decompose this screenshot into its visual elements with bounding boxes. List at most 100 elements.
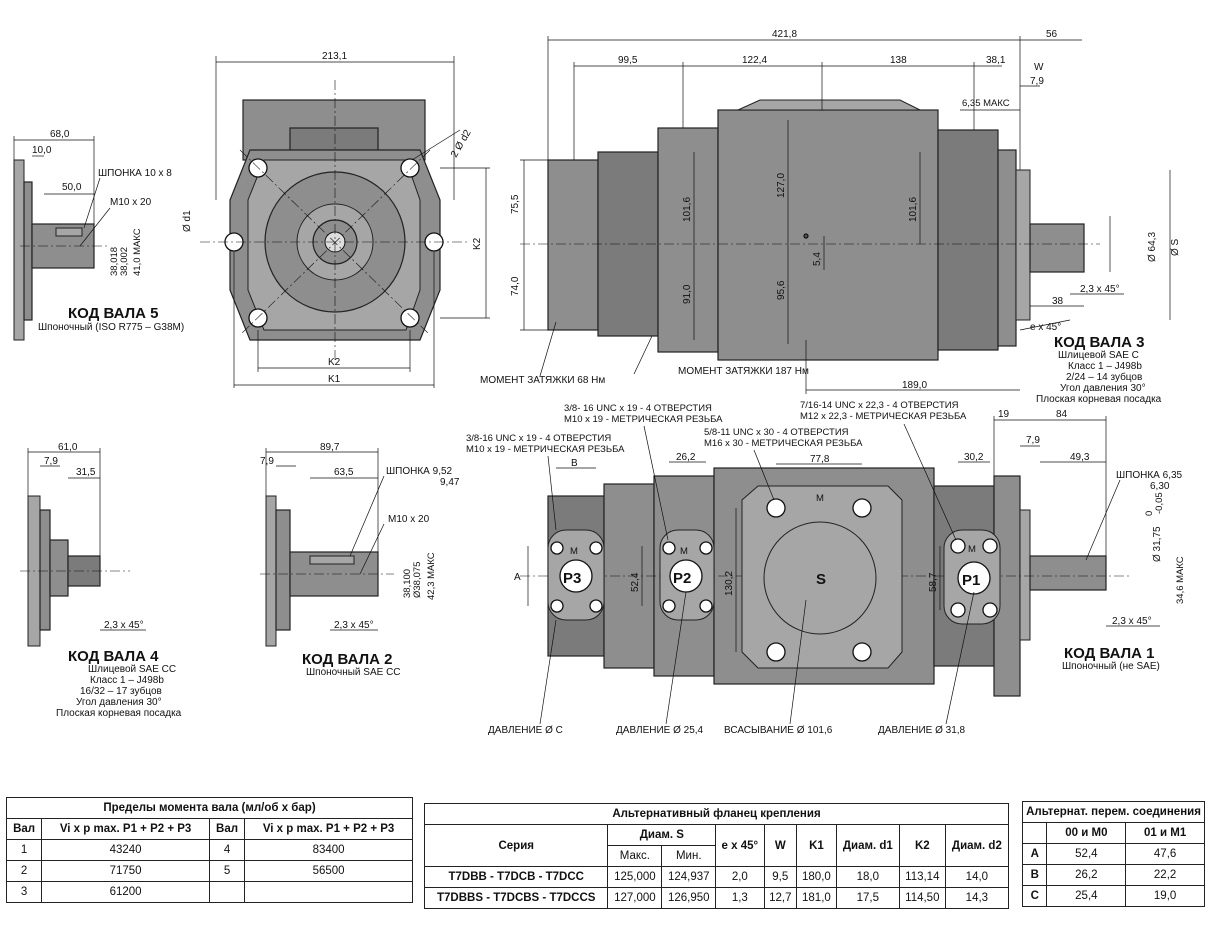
cell <box>244 881 413 903</box>
shaft4-line1: Шлицевой SAE CC <box>88 664 176 675</box>
shaft2-thread: M10 x 20 <box>388 514 430 525</box>
side-dim-189: 189,0 <box>902 380 927 391</box>
port-p1: P1 <box>962 572 980 589</box>
side-dim-w: W <box>1034 62 1044 73</box>
cell: 25,4 <box>1046 885 1127 907</box>
cell: 47,6 <box>1125 843 1205 865</box>
cell: 26,2 <box>1046 864 1127 886</box>
cell: 18,0 <box>835 866 900 888</box>
shaft4-dim-31: 31,5 <box>76 467 96 478</box>
cell: 180,0 <box>796 866 837 888</box>
side-dim-6-35: 6,35 МАКС <box>962 98 1010 109</box>
side-dim-99: 99,5 <box>618 55 638 66</box>
bottom-dim-130: 130,2 <box>724 571 735 596</box>
cell: 1 <box>5 839 43 861</box>
bottom-dim-a: A <box>514 572 521 583</box>
shaft5-dia-b: 38,002 <box>119 247 130 276</box>
shaft1-dim-84: 84 <box>1056 409 1068 420</box>
shaft1-chamfer: 2,3 x 45° <box>1112 616 1152 627</box>
table-row: B 26,2 22,2 <box>1021 864 1205 886</box>
shaft3-line4: Угол давления 30° <box>1060 383 1146 394</box>
cell: 14,3 <box>944 887 1010 909</box>
note-p2-1: 3/8- 16 UNC x 19 - 4 ОТВЕРСТИЯ <box>564 403 712 414</box>
shaft4-view: 61,0 7,9 31,5 2,3 x 45° КОД ВАЛА 4 Шлице… <box>20 442 182 719</box>
shaft2-chamfer: 2,3 x 45° <box>334 620 374 631</box>
flange-header-k1: K1 <box>796 824 837 867</box>
torque-header-shaft-a: Вал <box>5 818 43 840</box>
shaft1-desc: Шпоночный (не SAE) <box>1062 661 1160 672</box>
callout-pressure-c: ДАВЛЕНИЕ Ø C <box>488 725 563 736</box>
side-torque-187: МОМЕНТ ЗАТЯЖКИ 187 Нм <box>678 366 809 377</box>
connection-table: Альтернат. перем. соединения 00 и M0 01 … <box>1021 801 1205 907</box>
note-p2-2: M10 x 19 - МЕТРИЧЕСКАЯ РЕЗЬБА <box>564 414 723 425</box>
shaft2-desc: Шпоночный SAE CC <box>306 667 401 678</box>
flange-header-w: W <box>763 824 798 867</box>
side-dim-95: 95,6 <box>776 280 787 300</box>
cell: 52,4 <box>1046 843 1127 865</box>
cell: 3 <box>5 881 43 903</box>
cell: T7DBBS - T7DCBS - T7DCCS <box>423 887 609 909</box>
shaft5-thread: M10 x 20 <box>110 197 152 208</box>
connection-table-title: Альтернат. перем. соединения <box>1022 801 1205 823</box>
shaft2-dim-89: 89,7 <box>320 442 340 453</box>
flange-k2-horiz: K2 <box>328 357 341 368</box>
side-dim-91: 91,0 <box>682 284 693 304</box>
shaft4-chamfer: 2,3 x 45° <box>104 620 144 631</box>
cell: 12,7 <box>763 887 798 909</box>
note-s-1: 5/8-11 UNC x 30 - 4 ОТВЕРСТИЯ <box>704 427 849 438</box>
shaft3-line5: Плоская корневая посадка <box>1036 394 1162 405</box>
shaft1-dim-7-9: 7,9 <box>1026 435 1040 446</box>
shaft5-max: 41,0 МАКС <box>132 228 143 276</box>
callout-suction: ВСАСЫВАНИЕ Ø 101,6 <box>724 725 833 736</box>
torque-header-value-b: Vi x p max. P1 + P2 + P3 <box>244 818 413 840</box>
port-m-p3: M <box>570 546 578 557</box>
cell: 114,50 <box>898 887 946 909</box>
shaft4-dim-7-9: 7,9 <box>44 456 58 467</box>
bottom-view: P3 M P2 M S M P1 M 3/8-16 UNC x 19 - 4 О… <box>466 400 1130 736</box>
side-dim-overall: 421,8 <box>772 29 797 40</box>
bottom-dim-58: 58,7 <box>928 572 939 592</box>
table-row: C 25,4 19,0 <box>1021 885 1205 907</box>
cell: T7DBB - T7DCB - T7DCC <box>423 866 609 888</box>
cell: 125,000 <box>607 866 663 888</box>
table-row: T7DBBS - T7DCBS - T7DCCS 127,000 126,950… <box>423 887 1010 909</box>
side-torque-68: МОМЕНТ ЗАТЯЖКИ 68 Нм <box>480 375 605 386</box>
flange-k1: K1 <box>328 374 341 385</box>
cell: 124,937 <box>661 866 717 888</box>
shaft2-key2: 9,47 <box>440 477 460 488</box>
shaft1-title: КОД ВАЛА 1 <box>1064 645 1154 662</box>
torque-table-title: Пределы момента вала (мл/об x бар) <box>6 797 413 819</box>
shaft4-title: КОД ВАЛА 4 <box>68 648 159 665</box>
flange-header-d2: Диам. d2 <box>944 824 1010 867</box>
shaft2-dim-7-9: 7,9 <box>260 456 274 467</box>
cell: 2,0 <box>715 866 765 888</box>
flange-header-diam-s: Диам. S <box>607 824 717 846</box>
table-row: 3 61200 <box>5 881 413 903</box>
flange-view: 213,1 2 Ø d2 Ø d1 K2 K2 K1 <box>182 51 490 388</box>
shaft4-line4: Угол давления 30° <box>76 697 162 708</box>
side-dim-127: 127,0 <box>776 173 787 198</box>
shaft4-dim-61: 61,0 <box>58 442 78 453</box>
shaft5-dim-50: 50,0 <box>62 182 82 193</box>
cell: 56500 <box>244 860 413 882</box>
conn-header-00: 00 и M0 <box>1046 822 1127 844</box>
side-dim-122: 122,4 <box>742 55 767 66</box>
port-m-p2: M <box>680 546 688 557</box>
cell: 1,3 <box>715 887 765 909</box>
cell: 126,950 <box>661 887 717 909</box>
shaft3-line3: 2/24 – 14 зубцов <box>1066 371 1142 383</box>
conn-header-01: 01 и M1 <box>1125 822 1205 844</box>
port-m-s: M <box>816 493 824 504</box>
flange-header-d1: Диам. d1 <box>835 824 900 867</box>
side-dim-56: 56 <box>1046 29 1058 40</box>
cell: 14,0 <box>944 866 1010 888</box>
callout-pressure-31: ДАВЛЕНИЕ Ø 31,8 <box>878 725 966 736</box>
flange-d2: 2 Ø d2 <box>449 128 474 160</box>
shaft4-line5: Плоская корневая посадка <box>56 708 182 719</box>
side-dim-74: 74,0 <box>510 276 521 296</box>
shaft4-line2: Класс 1 – J498b <box>90 675 164 686</box>
cell: 43240 <box>41 839 210 861</box>
cell: A <box>1021 843 1048 865</box>
shaft5-dim-10: 10,0 <box>32 145 52 156</box>
flange-k2-vert: K2 <box>472 237 483 250</box>
